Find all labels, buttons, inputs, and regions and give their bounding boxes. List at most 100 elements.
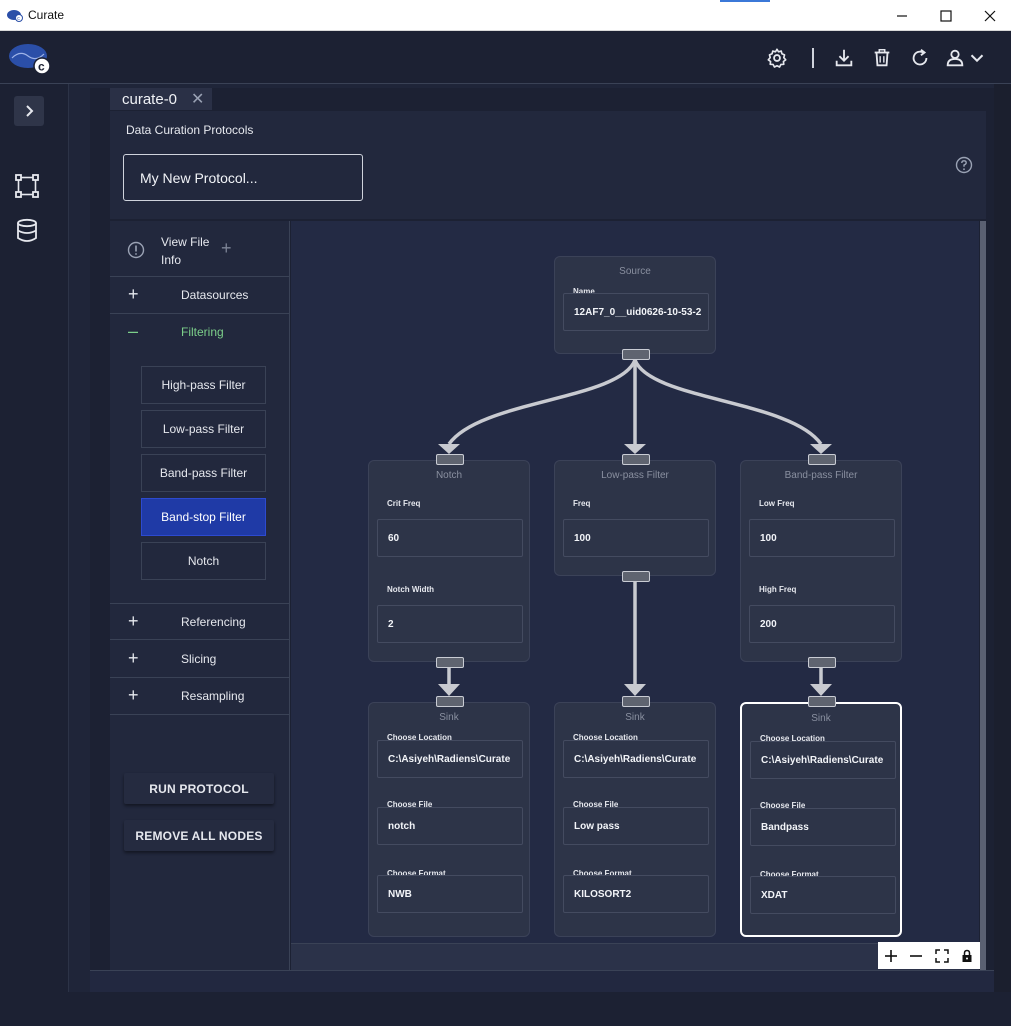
bottom-scrollbar[interactable] <box>90 970 995 992</box>
sidebar-group-filtering[interactable]: – Filtering <box>110 314 290 351</box>
sink-node-low-pass[interactable]: Sink Choose Location C:\Asiyeh\Radiens\C… <box>554 702 716 937</box>
source-output-handle[interactable] <box>622 349 650 360</box>
protocol-name-input[interactable] <box>123 154 363 201</box>
choose-format-field[interactable]: NWB <box>377 875 523 913</box>
database-icon[interactable] <box>14 218 40 244</box>
fit-view-icon[interactable] <box>932 946 952 966</box>
zoom-in-icon[interactable] <box>881 946 901 966</box>
source-node[interactable]: Source Name 12AF7_0__uid0626-10-53-2 <box>554 256 716 354</box>
canvas-zoom-controls <box>878 942 980 969</box>
low-freq-field[interactable]: 100 <box>749 519 895 557</box>
expand-plus-icon: + <box>128 611 139 631</box>
sidebar-group-slicing[interactable]: + Slicing <box>110 641 290 678</box>
help-icon[interactable] <box>955 156 973 174</box>
bandpass-input-handle[interactable] <box>808 454 836 465</box>
sink-lowpass-input-handle[interactable] <box>622 696 650 707</box>
choose-location-field[interactable]: C:\Asiyeh\Radiens\Curate <box>750 741 896 779</box>
lock-icon[interactable] <box>957 946 977 966</box>
source-name-field[interactable]: 12AF7_0__uid0626-10-53-2 <box>563 293 709 331</box>
canvas-scrollbar[interactable] <box>980 221 986 970</box>
band-pass-filter-node[interactable]: Band-pass Filter Low Freq 100 High Freq … <box>740 460 902 662</box>
expand-sidebar-button[interactable] <box>14 96 44 126</box>
svg-text:c: c <box>17 16 20 22</box>
window-scrollbar[interactable] <box>994 84 1011 992</box>
left-rail <box>0 84 68 1026</box>
band-stop-filter-button[interactable]: Band-stop Filter <box>141 498 266 536</box>
sink-bandpass-input-handle[interactable] <box>808 696 836 707</box>
svg-text:c: c <box>38 60 45 74</box>
field-label: Choose Format <box>573 869 632 878</box>
tab-curate-0[interactable]: curate-0 ✕ <box>110 88 213 110</box>
notch-node[interactable]: Notch Crit Freq 60 Notch Width 2 <box>368 460 530 662</box>
field-label: High Freq <box>759 585 797 594</box>
choose-format-field[interactable]: KILOSORT2 <box>563 875 709 913</box>
choose-location-field[interactable]: C:\Asiyeh\Radiens\Curate <box>563 740 709 778</box>
user-icon[interactable] <box>944 47 966 69</box>
lowpass-input-handle[interactable] <box>622 454 650 465</box>
notch-width-field[interactable]: 2 <box>377 605 523 643</box>
close-icon <box>984 10 996 21</box>
titlebar-accent <box>720 0 770 2</box>
band-pass-filter-button[interactable]: Band-pass Filter <box>141 454 266 492</box>
window-title: Curate <box>28 8 65 22</box>
sink-notch-input-handle[interactable] <box>436 696 464 707</box>
remove-all-nodes-button[interactable]: REMOVE ALL NODES <box>124 820 274 851</box>
close-window-button[interactable] <box>967 0 1011 31</box>
window-titlebar: c Curate <box>0 0 1011 31</box>
field-label: Name <box>573 287 595 296</box>
tab-close-icon[interactable]: ✕ <box>191 91 205 108</box>
field-label: Choose File <box>760 801 806 810</box>
node-title: Sink <box>811 713 831 724</box>
protocol-panel: Data Curation Protocols <box>110 111 986 219</box>
high-freq-field[interactable]: 200 <box>749 605 895 643</box>
info-alert-icon <box>127 241 145 259</box>
sink-node-notch[interactable]: Sink Choose Location C:\Asiyeh\Radiens\C… <box>368 702 530 937</box>
node-graph-icon[interactable] <box>14 173 40 199</box>
sidebar-group-datasources[interactable]: + Datasources <box>110 277 290 314</box>
sidebar-group-referencing[interactable]: + Referencing <box>110 603 290 640</box>
view-file-info-row[interactable]: View File Info + <box>110 221 290 277</box>
low-pass-filter-button[interactable]: Low-pass Filter <box>141 410 266 448</box>
canvas-footer <box>291 943 979 970</box>
group-label: Datasources <box>181 288 249 302</box>
minimize-button[interactable] <box>879 0 925 31</box>
sink-node-band-pass[interactable]: Sink Choose Location C:\Asiyeh\Radiens\C… <box>740 702 902 937</box>
collapse-minus-icon: – <box>128 321 139 341</box>
lowpass-output-handle[interactable] <box>622 571 650 582</box>
node-title: Sink <box>625 712 645 723</box>
maximize-icon <box>940 9 952 22</box>
run-protocol-button[interactable]: RUN PROTOCOL <box>124 773 274 804</box>
notch-filter-button[interactable]: Notch <box>141 542 266 580</box>
maximize-button[interactable] <box>923 0 969 31</box>
notch-output-handle[interactable] <box>436 657 464 668</box>
choose-format-field[interactable]: XDAT <box>750 876 896 914</box>
freq-field[interactable]: 100 <box>563 519 709 557</box>
choose-file-field[interactable]: Low pass <box>563 807 709 845</box>
node-title: Notch <box>435 470 463 481</box>
crit-freq-field[interactable]: 60 <box>377 519 523 557</box>
trash-icon[interactable] <box>871 47 893 69</box>
notch-input-handle[interactable] <box>436 454 464 465</box>
high-pass-filter-button[interactable]: High-pass Filter <box>141 366 266 404</box>
node-title: Source <box>619 266 651 277</box>
chevron-down-icon[interactable] <box>966 47 988 69</box>
view-file-info-line2: Info <box>161 253 182 267</box>
chevron-right-icon <box>26 105 34 117</box>
refresh-icon[interactable] <box>909 47 931 69</box>
download-icon[interactable] <box>833 47 855 69</box>
view-file-info-plus-icon[interactable]: + <box>221 238 232 258</box>
field-label: Choose Format <box>387 869 446 878</box>
group-label: Resampling <box>181 689 245 703</box>
choose-location-field[interactable]: C:\Asiyeh\Radiens\Curate <box>377 740 523 778</box>
sidebar-group-resampling[interactable]: + Resampling <box>110 678 290 715</box>
expand-plus-icon: + <box>128 685 139 705</box>
bandpass-output-handle[interactable] <box>808 657 836 668</box>
low-pass-filter-node[interactable]: Low-pass Filter Freq 100 <box>554 460 716 576</box>
node-title: Band-pass Filter <box>784 470 858 481</box>
choose-file-field[interactable]: notch <box>377 807 523 845</box>
protocol-section-label: Data Curation Protocols <box>126 123 254 137</box>
view-file-info-line1: View File <box>161 235 210 249</box>
choose-file-field[interactable]: Bandpass <box>750 808 896 846</box>
zoom-out-icon[interactable] <box>906 946 926 966</box>
gear-icon[interactable] <box>766 47 788 69</box>
